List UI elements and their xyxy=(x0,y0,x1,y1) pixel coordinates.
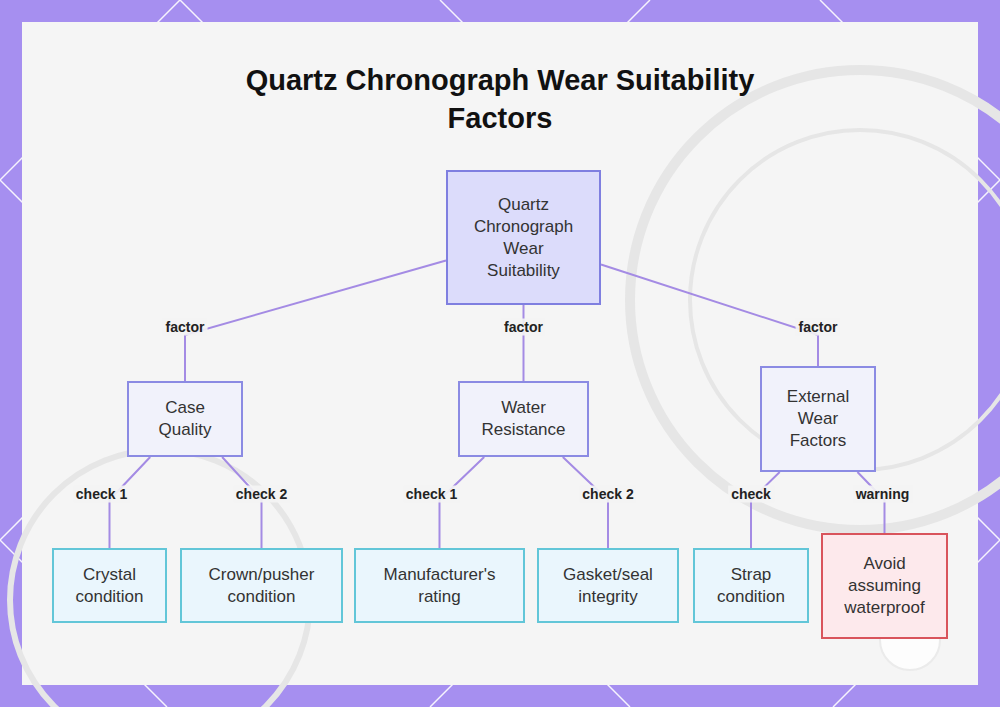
node-text: Strap condition xyxy=(707,564,795,608)
factor-box: Case Quality xyxy=(127,381,243,457)
connector-line xyxy=(222,457,261,548)
panel xyxy=(22,22,978,685)
edge-label: check 2 xyxy=(579,486,636,503)
connector-line xyxy=(857,472,884,533)
node-text: External Wear Factors xyxy=(774,386,862,452)
check-box: Crystal condition xyxy=(52,548,167,623)
connector-line xyxy=(523,305,525,381)
edge-label: check 1 xyxy=(73,486,130,503)
edge-label: check xyxy=(728,486,774,503)
node-text: Crown/pusher condition xyxy=(194,564,329,608)
watch-illustration xyxy=(10,70,1000,707)
check-box: Crown/pusher condition xyxy=(180,548,343,623)
check-box: Gasket/seal integrity xyxy=(537,548,679,623)
node-text: Crystal condition xyxy=(66,564,153,608)
connector-line xyxy=(110,457,151,548)
factor-box: External Wear Factors xyxy=(760,366,876,472)
check-box: Manufacturer's rating xyxy=(354,548,525,623)
diagram-title: Quartz Chronograph Wear Suitability Fact… xyxy=(220,61,780,137)
factor-box: Water Resistance xyxy=(458,381,589,457)
connector-line xyxy=(751,472,780,548)
node-text: Avoid assuming waterproof xyxy=(833,553,936,619)
check-box: Strap condition xyxy=(693,548,809,623)
connector-line xyxy=(185,260,446,381)
node-text: Manufacturer's rating xyxy=(368,564,511,608)
edge-label: warning xyxy=(853,486,913,503)
connector-line xyxy=(563,457,608,548)
root-box: Quartz Chronograph Wear Suitability xyxy=(446,170,601,305)
edge-label: check 2 xyxy=(233,486,290,503)
edge-label: factor xyxy=(796,319,841,336)
edge-label: factor xyxy=(501,319,546,336)
node-text: Water Resistance xyxy=(472,397,575,441)
node-text: Case Quality xyxy=(141,397,229,441)
edge-label: check 1 xyxy=(403,486,460,503)
node-text: Gasket/seal integrity xyxy=(551,564,665,608)
node-text: Quartz Chronograph Wear Suitability xyxy=(468,194,579,282)
warning-box: Avoid assuming waterproof xyxy=(821,533,948,639)
connector-line xyxy=(601,265,818,367)
connector-line xyxy=(440,457,485,548)
edge-label: factor xyxy=(163,319,208,336)
